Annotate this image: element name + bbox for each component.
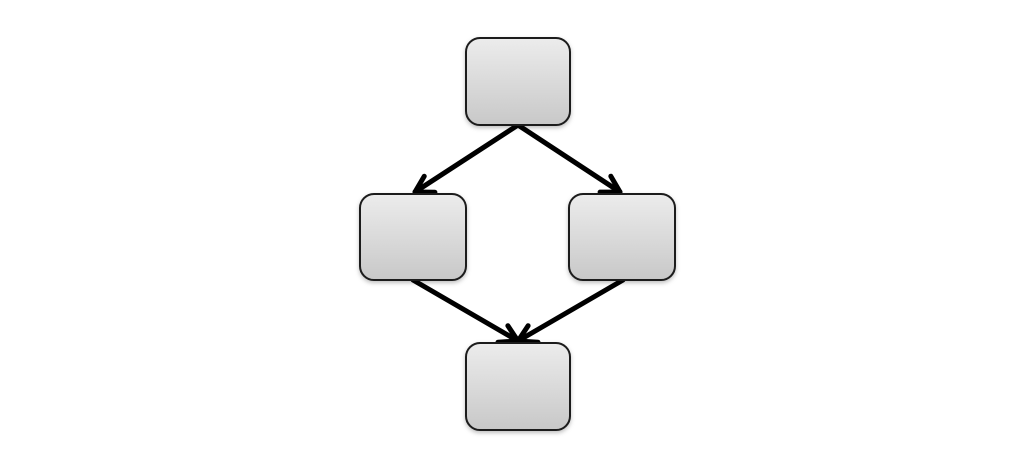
arrowhead-icon <box>412 173 438 195</box>
node-box <box>568 193 676 281</box>
arrowhead-icon <box>597 173 623 195</box>
edge-arrow <box>515 277 626 345</box>
edge-line <box>515 277 626 344</box>
node-box <box>359 193 467 281</box>
edge-arrow <box>412 122 521 195</box>
arrowhead-icon <box>515 323 541 345</box>
edge-line <box>410 277 521 344</box>
edge-arrow <box>515 122 623 195</box>
diagram-node <box>465 342 571 431</box>
diagram-node <box>568 193 676 281</box>
diagram-node <box>465 37 571 126</box>
edge-arrow <box>410 277 521 345</box>
node-box <box>465 37 571 126</box>
edge-line <box>515 122 623 195</box>
edge-line <box>412 122 521 195</box>
node-box <box>465 342 571 431</box>
diagram-node <box>359 193 467 281</box>
